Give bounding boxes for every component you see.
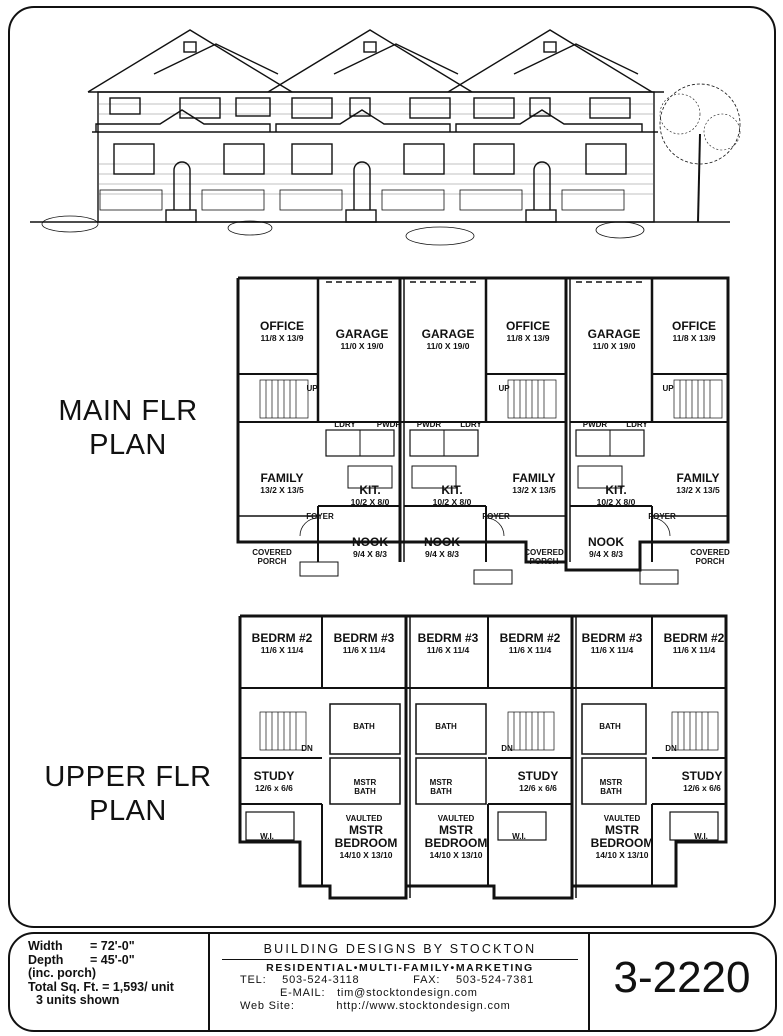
main-laundry-2: LDRY <box>460 420 482 429</box>
web-label: Web Site: <box>240 1000 295 1012</box>
upper-walkin-2: W.I. <box>512 832 526 841</box>
width-label: Width <box>28 939 63 953</box>
main-kitchen-1: KIT.10/2 X 8/0 <box>350 483 390 508</box>
footer-divider-left <box>208 934 210 1030</box>
plan-specs: Width = 72'-0" Depth = 45'-0" (inc. porch)… <box>28 939 208 1008</box>
fax-number: 503-524-7381 <box>455 974 535 986</box>
main-powder-1: PWDR <box>376 420 402 429</box>
company-tagline: RESIDENTIAL•MULTI-FAMILY•MARKETING <box>266 962 534 974</box>
main-up-3: UP <box>662 384 674 393</box>
upper-walkin-3: W.I. <box>694 832 708 841</box>
email-label: E-MAIL: <box>280 987 326 999</box>
upper-dn-3: DN <box>665 744 677 753</box>
main-kitchen-3: KIT.10/2 X 8/0 <box>596 483 636 508</box>
main-up-1: UP <box>306 384 318 393</box>
main-laundry-1: LDRY <box>334 420 356 429</box>
front-elevation-drawing <box>30 29 741 246</box>
upper-dn-2: DN <box>501 744 513 753</box>
upper-vaulted-2: VAULTED <box>437 814 475 823</box>
company-name: BUILDING DESIGNS BY STOCKTON <box>263 942 537 956</box>
porch-note: (inc. porch) <box>28 966 97 980</box>
main-kitchen-2: KIT.10/2 X 8/0 <box>432 483 472 508</box>
title-block: Width = 72'-0" Depth = 45'-0" (inc. porch)… <box>8 932 777 1032</box>
fax-label: FAX: <box>413 974 441 986</box>
depth-label: Depth <box>28 952 64 967</box>
email-address[interactable]: tim@stocktondesign.com <box>337 987 478 999</box>
total-square-feet: Total Sq. Ft. = 1,593/ unit <box>28 979 174 994</box>
main-foyer-2: FOYER <box>482 512 510 521</box>
tel-number: 503-524-3118 <box>282 974 360 986</box>
main-powder-2: PWDR <box>416 420 442 429</box>
upper-floor-plan-drawing <box>238 614 728 900</box>
upper-dn-1: DN <box>301 744 313 753</box>
plan-number: 3-2220 <box>613 953 751 1002</box>
main-powder-3: PWDR <box>582 420 608 429</box>
upper-floor-title: UPPER FLR PLAN <box>44 761 212 827</box>
web-url[interactable]: http://www.stocktondesign.com <box>336 1000 511 1012</box>
main-foyer-3: FOYER <box>648 512 676 521</box>
upper-walkin-1: W.I. <box>260 832 274 841</box>
units-shown: 3 units shown <box>36 993 120 1007</box>
upper-vaulted-3: VAULTED <box>603 814 641 823</box>
main-laundry-3: LDRY <box>626 420 648 429</box>
width-value: = 72'-0" <box>90 939 135 953</box>
main-up-2: UP <box>498 384 510 393</box>
company-info: BUILDING DESIGNS BY STOCKTON RESIDENTIAL… <box>214 942 586 1013</box>
company-rule <box>222 959 578 960</box>
footer-divider-right <box>588 934 590 1030</box>
upper-bath-1: BATH <box>353 722 375 731</box>
depth-value: = 45'-0" <box>90 952 135 967</box>
upper-bath-3: BATH <box>599 722 621 731</box>
upper-bath-2: BATH <box>435 722 457 731</box>
main-floor-title: MAIN FLR PLAN <box>58 395 198 461</box>
upper-vaulted-1: VAULTED <box>345 814 383 823</box>
main-foyer-1: FOYER <box>306 512 334 521</box>
tel-label: TEL: <box>240 974 267 986</box>
drawing-sheet: MAIN FLR PLAN <box>8 6 776 928</box>
main-floor-plan-drawing <box>236 276 730 585</box>
